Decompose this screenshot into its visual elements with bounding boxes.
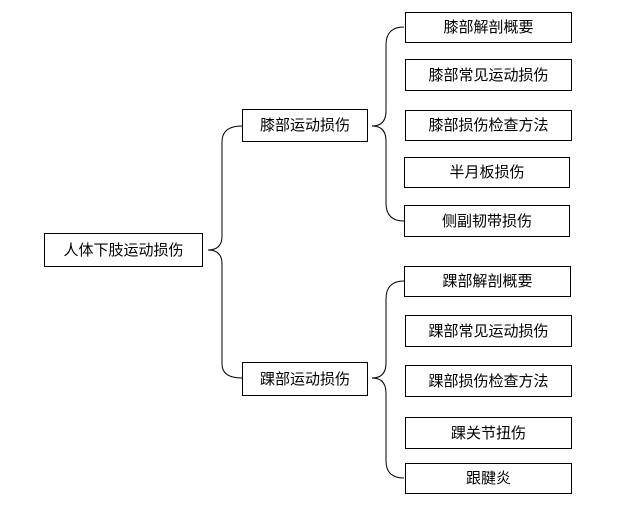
leaf-label: 踝部常见运动损伤 — [428, 321, 549, 340]
leaf-node: 踝部常见运动损伤 — [405, 315, 572, 347]
leaf-node: 膝部常见运动损伤 — [405, 59, 572, 91]
leaf-node: 膝部损伤检查方法 — [405, 110, 572, 141]
leaf-label: 膝部解剖概要 — [443, 18, 534, 36]
leaf-node: 踝部损伤检查方法 — [405, 365, 572, 397]
branch-node-ankle: 踝部运动损伤 — [242, 362, 368, 396]
ankle-brace — [371, 280, 405, 479]
leaf-label: 侧副韧带损伤 — [441, 211, 532, 230]
knee-brace — [371, 26, 405, 222]
leaf-label: 膝部常见运动损伤 — [428, 65, 549, 84]
leaf-label: 踝部损伤检查方法 — [428, 371, 549, 390]
branch-label-ankle: 踝部运动损伤 — [259, 369, 350, 388]
root-label: 人体下肢运动损伤 — [63, 240, 184, 259]
leaf-node: 侧副韧带损伤 — [404, 205, 570, 237]
leaf-label: 半月板损伤 — [449, 163, 525, 181]
leaf-node: 半月板损伤 — [404, 157, 570, 188]
root-node: 人体下肢运动损伤 — [44, 233, 203, 267]
leaf-label: 踝关节扭伤 — [450, 423, 526, 442]
leaf-label: 膝部损伤检查方法 — [428, 116, 549, 134]
leaf-node: 踝部解剖概要 — [404, 266, 571, 297]
leaf-node: 跟腱炎 — [405, 463, 572, 494]
leaf-node: 膝部解剖概要 — [405, 12, 572, 43]
leaf-node: 踝关节扭伤 — [405, 417, 572, 449]
branch-label-knee: 膝部运动损伤 — [259, 116, 350, 134]
leaf-label: 踝部解剖概要 — [442, 272, 533, 290]
branch-node-knee: 膝部运动损伤 — [242, 109, 368, 142]
leaf-label: 跟腱炎 — [465, 469, 511, 487]
root-brace — [207, 125, 243, 379]
